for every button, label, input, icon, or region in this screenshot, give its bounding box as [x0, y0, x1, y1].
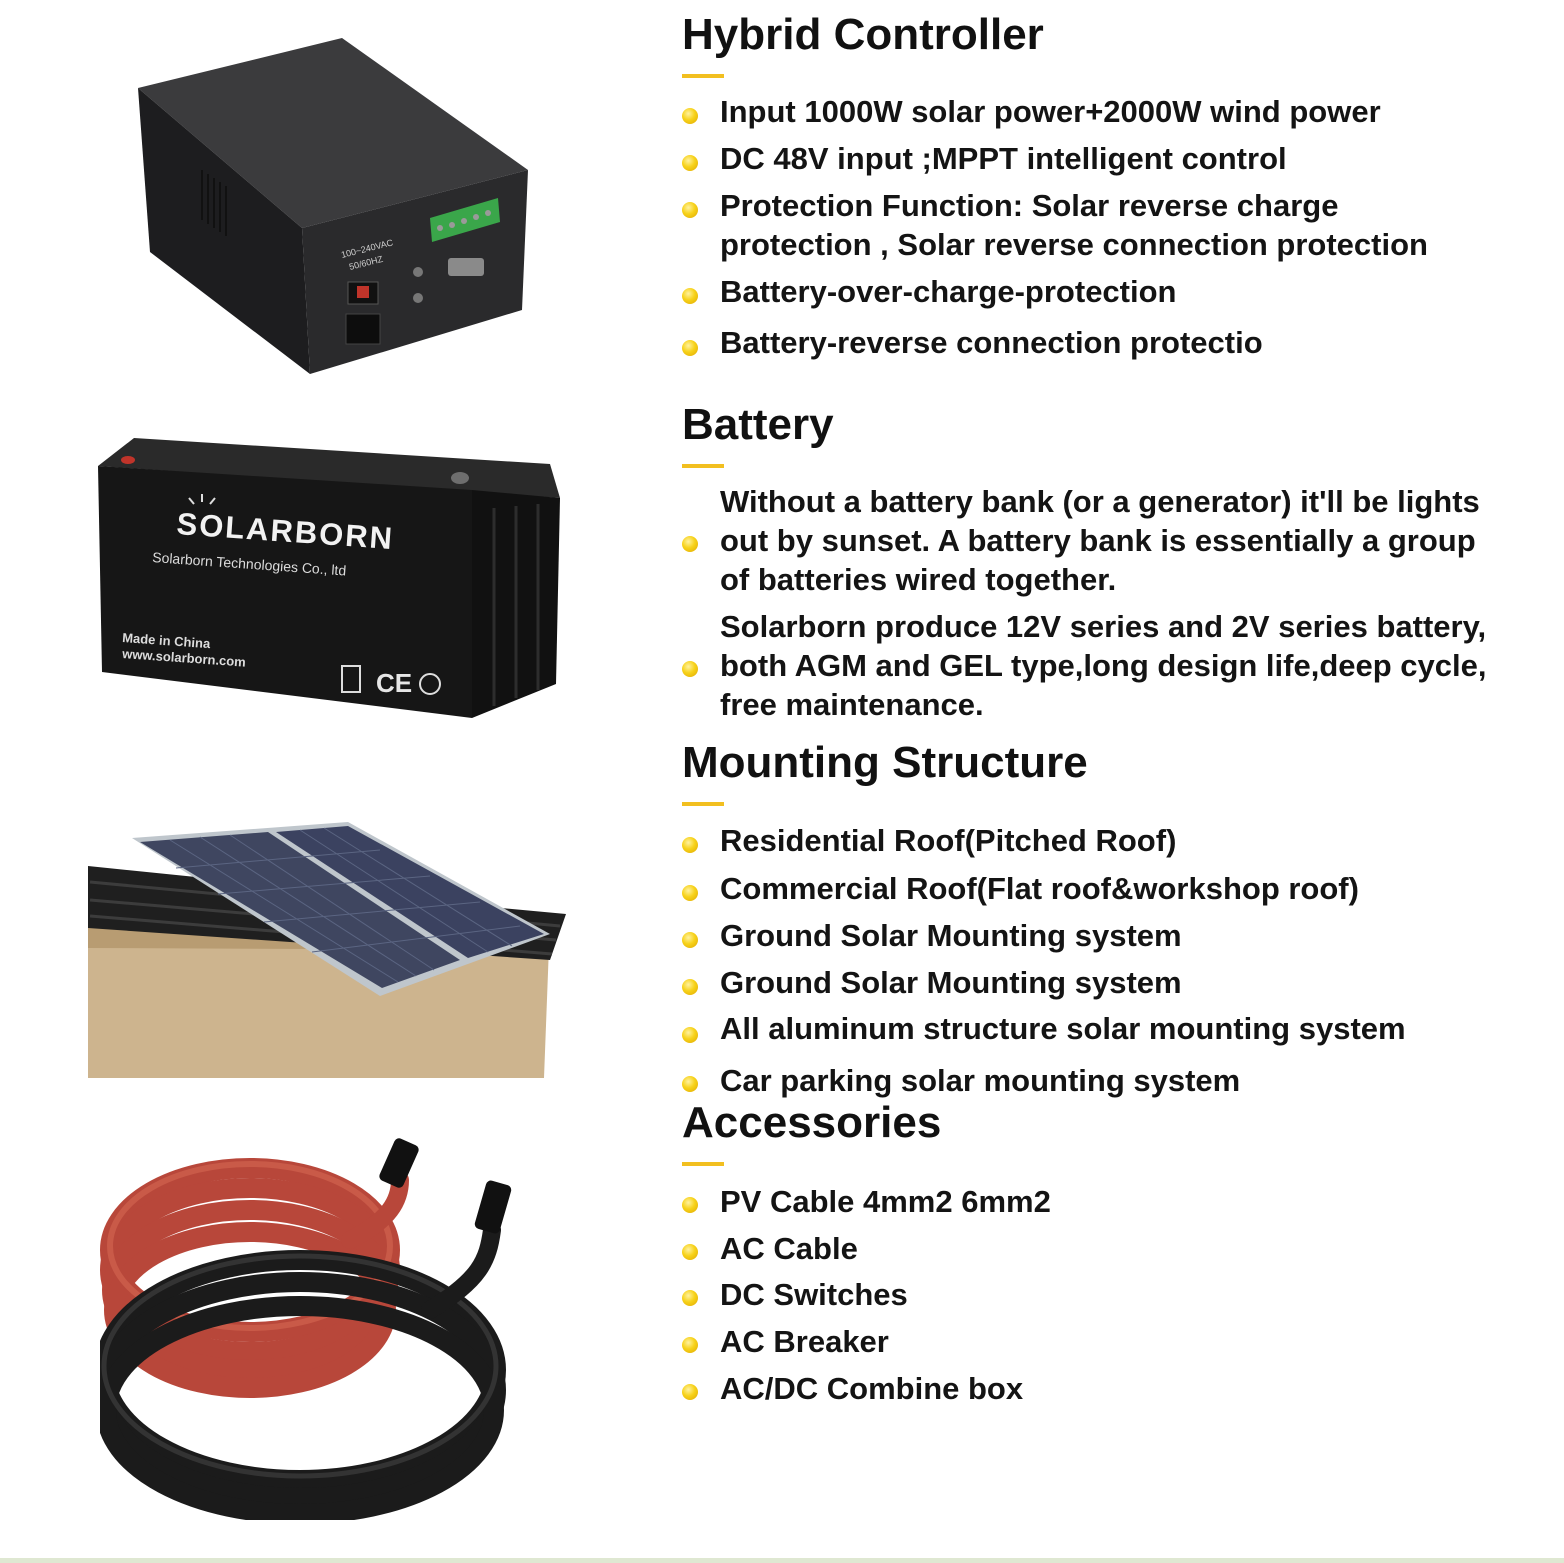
- title-underline: [682, 1162, 724, 1166]
- bullet-icon: [682, 932, 698, 948]
- bullet-icon: [682, 661, 698, 677]
- section-accessories: Accessories PV Cable 4mm2 6mm2 AC Cable …: [682, 1098, 1542, 1406]
- bullet-icon: [682, 1197, 698, 1213]
- list-item-text: Battery-over-charge-protection: [720, 274, 1177, 309]
- pv-cable-coils-photo: [100, 1120, 580, 1520]
- battery-ce-mark: CE: [376, 668, 412, 698]
- footer-divider: [0, 1558, 1564, 1563]
- section-mounting-structure: Mounting Structure Residential Roof(Pitc…: [682, 738, 1542, 1098]
- paragraph-line: Solarborn produce 12V series and 2V seri…: [720, 609, 1487, 644]
- bullet-icon: [682, 885, 698, 901]
- bullet-icon: [682, 1244, 698, 1260]
- list-item-text-continued: protection , Solar reverse connection pr…: [720, 227, 1428, 262]
- title-underline: [682, 74, 724, 78]
- list-item-text: DC Switches: [720, 1277, 908, 1312]
- bullet-icon: [682, 155, 698, 171]
- bullet-icon: [682, 288, 698, 304]
- list-item-text: AC Cable: [720, 1231, 858, 1266]
- bullet-icon: [682, 1027, 698, 1043]
- bullet-icon: [682, 202, 698, 218]
- list-item-text: Ground Solar Mounting system: [720, 918, 1182, 953]
- bullet-icon: [682, 536, 698, 552]
- list-item-text: Ground Solar Mounting system: [720, 965, 1182, 1000]
- list-item-text: PV Cable 4mm2 6mm2: [720, 1184, 1051, 1219]
- paragraph-line: free maintenance.: [720, 687, 984, 722]
- list-item-text: All aluminum structure solar mounting sy…: [720, 1011, 1406, 1046]
- section-hybrid-controller: Hybrid Controller Input 1000W solar powe…: [682, 10, 1542, 360]
- paragraph-line: out by sunset. A battery bank is essenti…: [720, 523, 1476, 558]
- title-underline: [682, 802, 724, 806]
- bullet-icon: [682, 1076, 698, 1092]
- list-item-text: AC Breaker: [720, 1324, 889, 1359]
- list-item-text: Car parking solar mounting system: [720, 1063, 1241, 1098]
- section-battery: Battery Without a battery bank (or a gen…: [682, 400, 1542, 722]
- title-underline: [682, 464, 724, 468]
- bullet-icon: [682, 1290, 698, 1306]
- hybrid-controller-photo: 100~240VAC 50/60HZ: [110, 20, 550, 390]
- list-item-text: DC 48V input ;MPPT intelligent control: [720, 141, 1287, 176]
- list-item-text: Commercial Roof(Flat roof&workshop roof): [720, 871, 1359, 906]
- list-item-text: Input 1000W solar power+2000W wind power: [720, 94, 1381, 129]
- battery-photo: SOLARBORN Solarborn Technologies Co., lt…: [80, 420, 580, 730]
- roof-mounted-solar-panels-photo: [80, 810, 580, 1090]
- section-title: Battery: [682, 400, 834, 449]
- bullet-icon: [682, 1384, 698, 1400]
- section-title: Accessories: [682, 1098, 942, 1147]
- bullet-icon: [682, 340, 698, 356]
- list-item-text: Residential Roof(Pitched Roof): [720, 823, 1177, 858]
- bullet-icon: [682, 1337, 698, 1353]
- list-item-text: Battery-reverse connection protectio: [720, 325, 1263, 360]
- paragraph-line: Without a battery bank (or a generator) …: [720, 484, 1480, 519]
- list-item-text: Protection Function: Solar reverse charg…: [720, 188, 1339, 223]
- paragraph-line: both AGM and GEL type,long design life,d…: [720, 648, 1487, 683]
- section-title: Hybrid Controller: [682, 10, 1044, 59]
- bullet-icon: [682, 108, 698, 124]
- section-title: Mounting Structure: [682, 738, 1088, 787]
- list-item-text: AC/DC Combine box: [720, 1371, 1024, 1406]
- paragraph-line: of batteries wired together.: [720, 562, 1117, 597]
- battery-made-in: Made in China: [122, 630, 212, 651]
- bullet-icon: [682, 979, 698, 995]
- bullet-icon: [682, 837, 698, 853]
